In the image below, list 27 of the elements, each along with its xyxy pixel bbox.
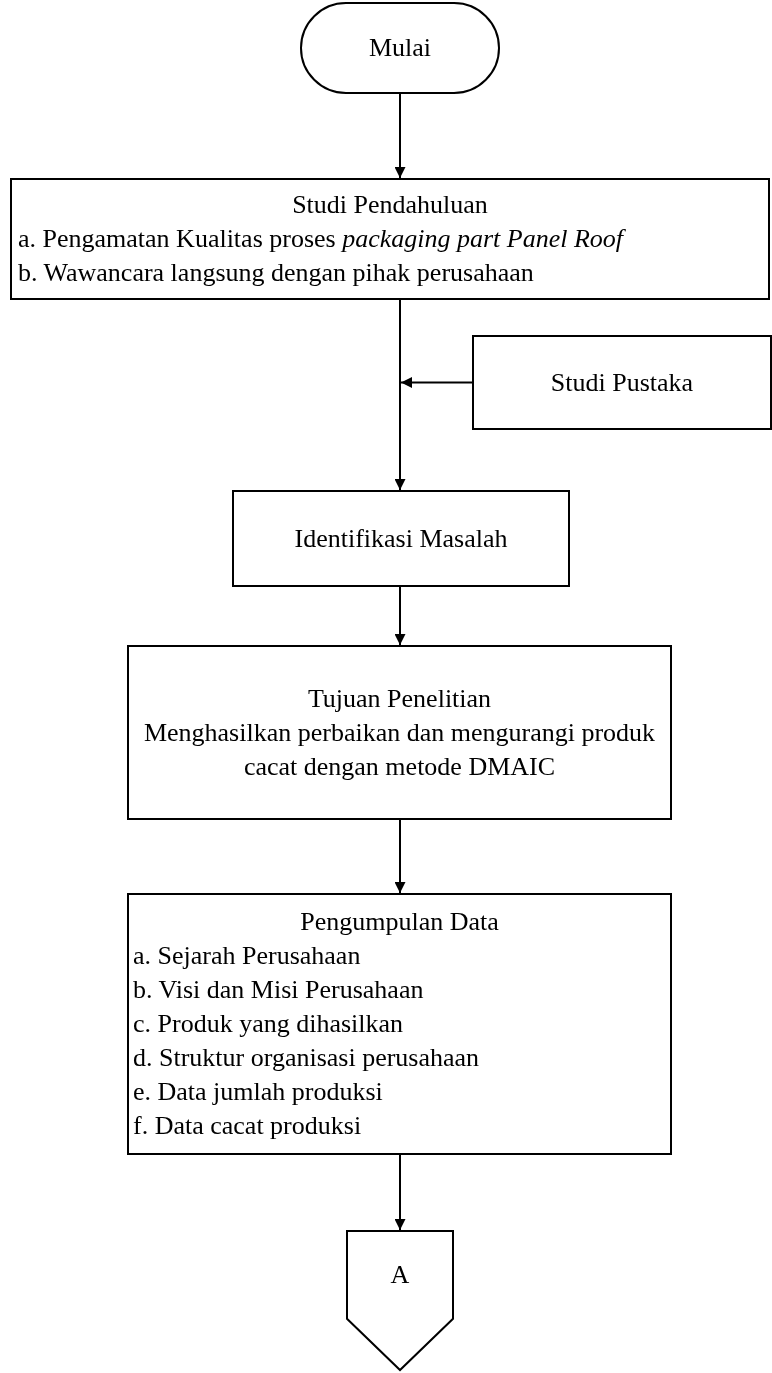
arrow	[394, 819, 406, 894]
arrow	[394, 586, 406, 646]
box-text: e. Data jumlah produksi	[133, 1076, 384, 1108]
box-text: a. Sejarah Perusahaan	[133, 940, 362, 972]
box-heading: Identifikasi Masalah	[293, 522, 509, 555]
box-text: b. Visi dan Misi Perusahaan	[133, 974, 425, 1006]
box-text: f. Data cacat produksi	[133, 1110, 363, 1142]
box-text: d. Struktur organisasi perusahaan	[133, 1042, 481, 1074]
box-heading: A	[389, 1259, 411, 1292]
box-text: a. Pengamatan Kualitas proses packaging part Panel Roof	[18, 223, 627, 255]
process-box	[232, 490, 570, 587]
process-box	[472, 335, 772, 430]
box-text: Menghasilkan perbaikan dan mengurangi produk cacat dengan metode DMAIC	[142, 716, 657, 783]
box-heading: Mulai	[367, 32, 433, 64]
arrow	[400, 377, 473, 388]
process-box	[127, 645, 672, 820]
box-heading: Studi Pustaka	[549, 366, 695, 399]
box-heading: Studi Pendahuluan	[291, 189, 489, 221]
process-box	[10, 178, 770, 300]
box-text: b. Wawancara langsung dengan pihak perusahaan	[18, 257, 535, 289]
box-text: c. Produk yang dihasilkan	[133, 1008, 405, 1040]
box-heading: Pengumpulan Data	[299, 906, 500, 938]
box-heading: Tujuan Penelitian	[306, 682, 493, 715]
arrow	[394, 93, 406, 179]
arrow	[394, 299, 406, 491]
process-box	[127, 893, 672, 1155]
arrow	[394, 1154, 406, 1231]
